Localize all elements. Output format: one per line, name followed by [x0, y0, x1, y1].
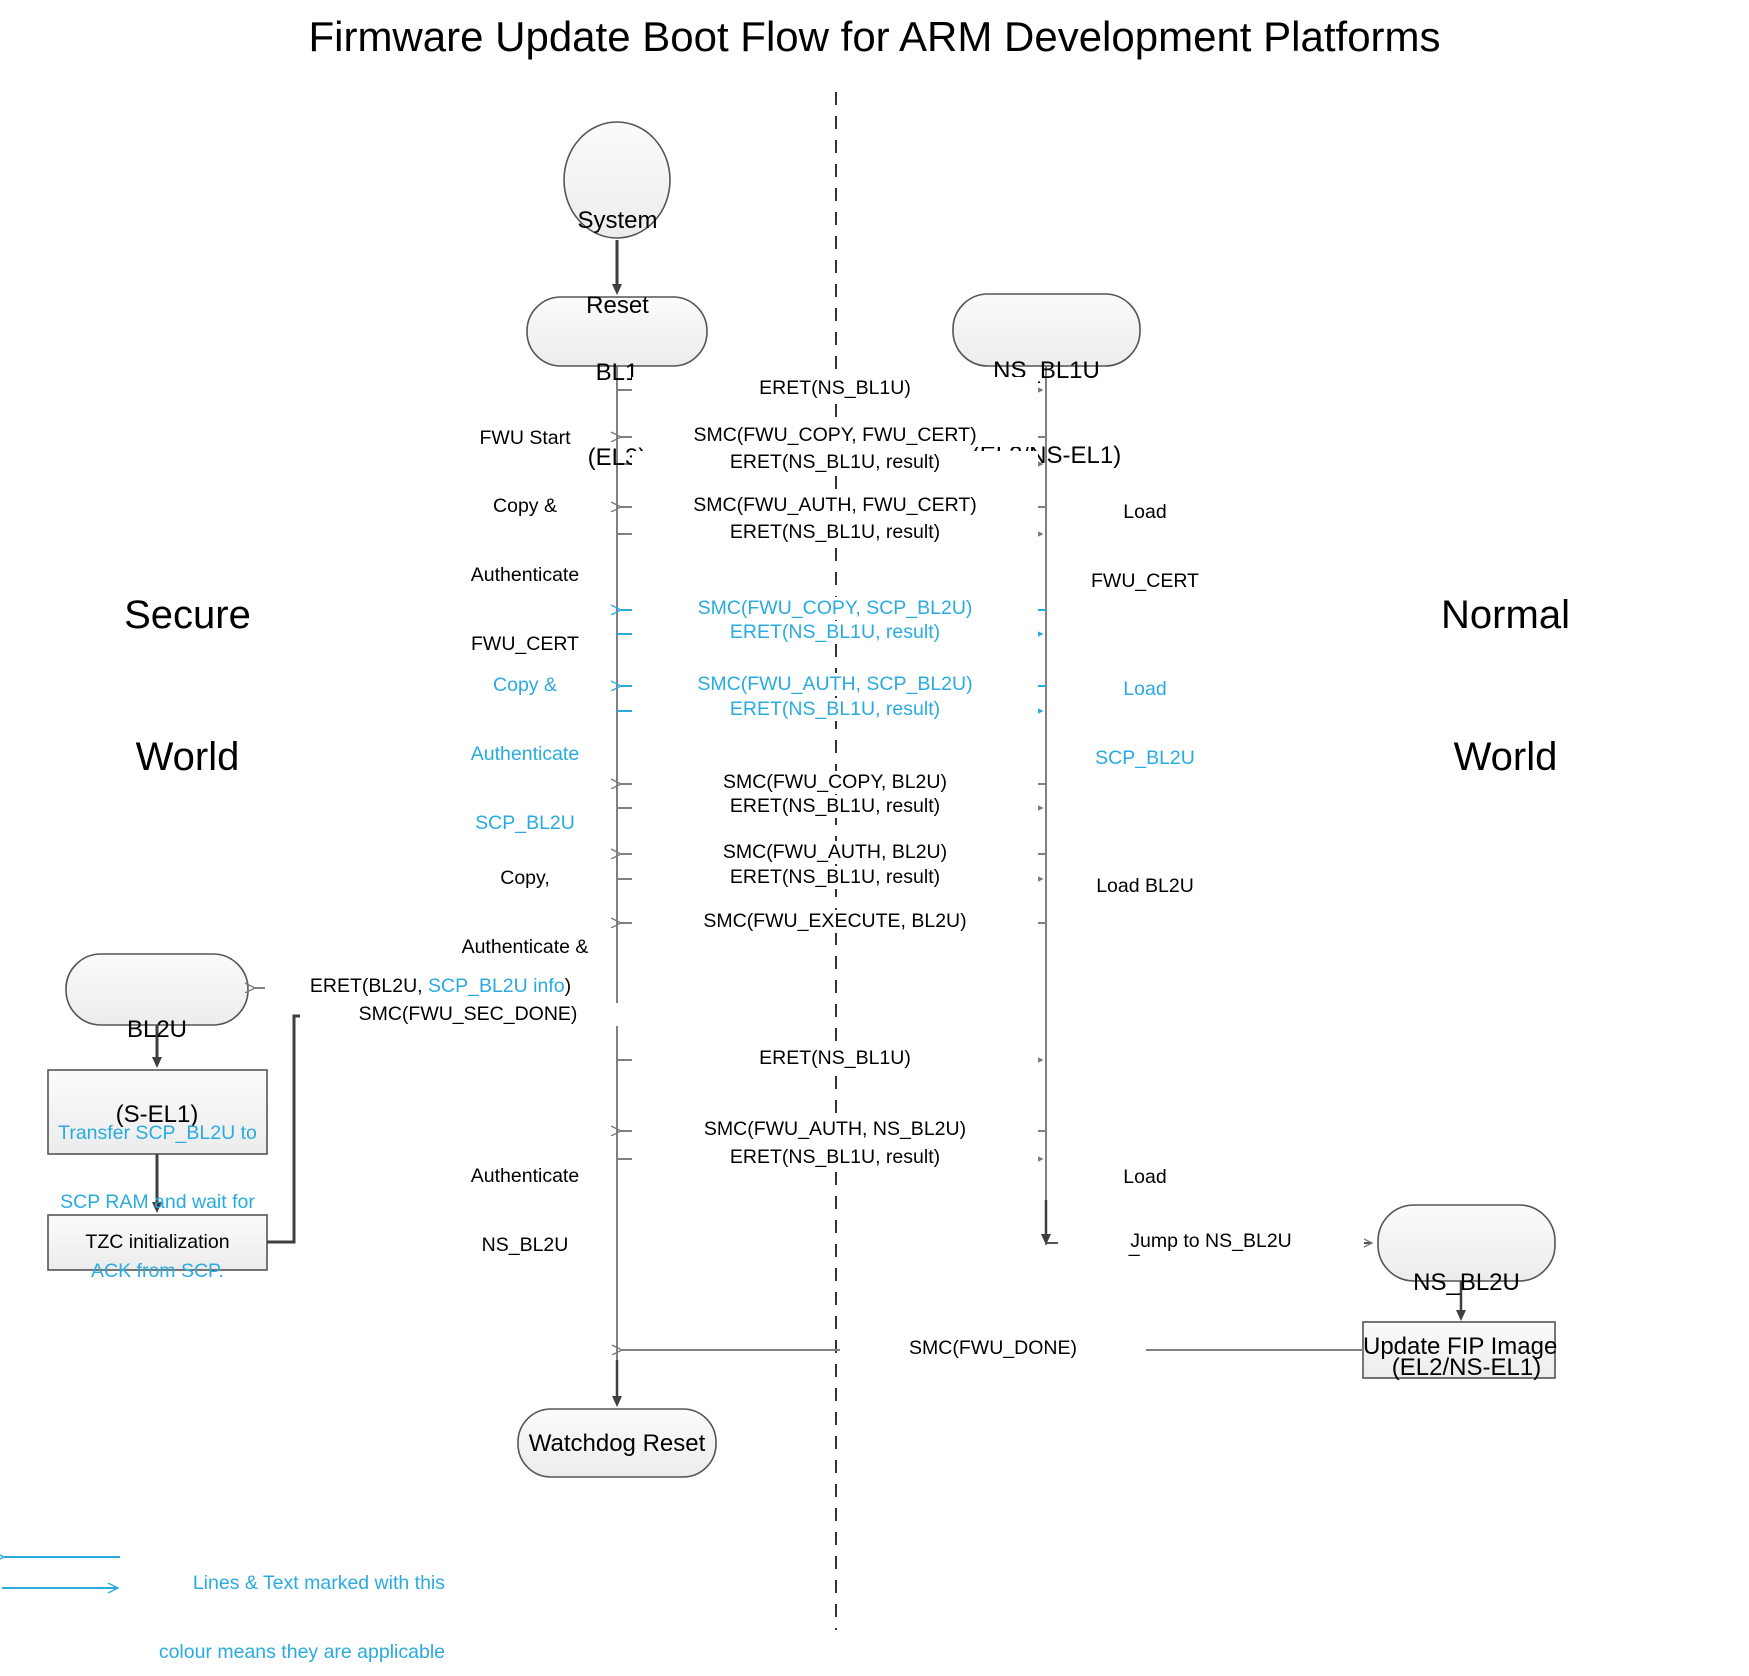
msg-label-eret-bl2u: ERET(BL2U, SCP_BL2U info): [265, 975, 616, 998]
box-transfer-scp: [47, 1069, 268, 1155]
node-label-system-reset[interactable]: System Reset: [540, 150, 695, 377]
bl2u-line1: BL2U: [126, 1015, 188, 1043]
normal-world-line1: Normal: [1441, 593, 1570, 638]
legend-line2: colour means they are applicable: [158, 1641, 445, 1663]
authenticate-ns-bl2u-line2: NS_BL2U: [481, 1234, 569, 1256]
copy-auth-fwu-cert-line2: Authenticate: [470, 564, 580, 586]
msg-label-smc-fwu-done: SMC(FWU_DONE): [840, 1337, 1146, 1360]
load-fwu-cert-line1: Load: [1123, 501, 1167, 523]
msg-label-m17: ERET(NS_BL1U): [632, 1047, 1038, 1070]
load-ns-bl2u-line1: Load: [1123, 1166, 1167, 1188]
fwu-start-line1: FWU Start: [479, 427, 571, 449]
node-ns-bl2u: [1377, 1204, 1556, 1282]
msg-label-m19: ERET(NS_BL1U, result): [632, 1146, 1038, 1169]
copy-auth-fwu-cert-line1: Copy &: [493, 495, 557, 517]
secure-world-label: Secure World: [70, 498, 305, 876]
system-reset-line2: Reset: [586, 291, 649, 319]
copy-auth-exec-bl2u-line1: Copy,: [500, 867, 550, 889]
authenticate-ns-bl2u-line1: Authenticate: [470, 1165, 580, 1187]
annotation-fwu-start: FWU Start: [437, 381, 613, 496]
node-label-watchdog-reset[interactable]: Watchdog Reset: [528, 1430, 706, 1457]
legend-text: Lines & Text marked with this colour mea…: [150, 1526, 445, 1676]
load-scp-bl2u-line2: SCP_BL2U: [1095, 747, 1195, 769]
normal-world-label: Normal World: [1388, 498, 1623, 876]
bl1-line1: BL1: [595, 358, 639, 386]
node-ns-bl1u: [952, 293, 1141, 367]
normal-world-line2: World: [1453, 734, 1558, 779]
ns-bl2u-line2: (EL2/NS-EL1): [1391, 1353, 1542, 1381]
node-bl1: [526, 296, 708, 367]
copy-auth-scp-bl2u-line1: Copy &: [493, 674, 557, 696]
msg-label-m12: SMC(FWU_AUTH, BL2U): [632, 841, 1038, 864]
box-label-tzc-init[interactable]: TZC initialization: [85, 1231, 230, 1253]
secure-world-line2: World: [135, 734, 240, 779]
msg-label-smc-fwu-sec-done: SMC(FWU_SEC_DONE): [300, 1003, 636, 1026]
copy-auth-exec-bl2u-line2: Authenticate &: [461, 936, 589, 958]
box-label-transfer-scp[interactable]: Transfer SCP_BL2U to SCP RAM and wait fo…: [48, 1076, 267, 1329]
secure-world-line1: Secure: [124, 593, 251, 638]
msg-label-m3: ERET(NS_BL1U, result): [632, 451, 1038, 474]
load-bl2u-line1: Load BL2U: [1096, 875, 1194, 897]
annotation-load-fwu-cert: Load FWU_CERT: [1050, 455, 1240, 639]
box-label-update-fip[interactable]: Update FIP Image: [1363, 1333, 1558, 1360]
transfer-scp-line1: Transfer SCP_BL2U to: [58, 1122, 257, 1144]
annotation-copy-auth-scp-bl2u: Copy & Authenticate SCP_BL2U: [437, 628, 613, 881]
box-tzc-init: [47, 1214, 268, 1271]
transfer-scp-line3: ACK from SCP.: [91, 1260, 224, 1282]
msg-label-m13: ERET(NS_BL1U, result): [632, 866, 1038, 889]
node-watchdog-reset: [517, 1408, 717, 1478]
copy-auth-fwu-cert-line3: FWU_CERT: [471, 633, 579, 655]
msg-label-jump-to-ns-bl2u: Jump to NS_BL2U: [1058, 1230, 1364, 1253]
page-title: Firmware Update Boot Flow for ARM Develo…: [308, 13, 1441, 60]
load-scp-bl2u-line1: Load: [1123, 678, 1167, 700]
msg-label-m4: SMC(FWU_AUTH, FWU_CERT): [632, 494, 1038, 517]
msg-label-m9: ERET(NS_BL1U, result): [632, 698, 1038, 721]
legend-line1: Lines & Text marked with this: [192, 1572, 445, 1594]
msg-label-m8: SMC(FWU_AUTH, SCP_BL2U): [632, 673, 1038, 696]
copy-auth-scp-bl2u-line3: SCP_BL2U: [475, 812, 575, 834]
annotation-load-bl2u: Load BL2U: [1050, 829, 1240, 944]
node-system-reset: [563, 121, 671, 239]
bl2u-line2: (S-EL1): [115, 1100, 199, 1128]
msg-label-m14: SMC(FWU_EXECUTE, BL2U): [632, 910, 1038, 933]
msg-label-m1: ERET(NS_BL1U): [632, 377, 1038, 400]
annotation-copy-auth-fwu-cert: Copy & Authenticate FWU_CERT: [437, 449, 613, 702]
node-label-bl2u[interactable]: BL2U (S-EL1): [66, 959, 248, 1186]
ns-bl2u-line1: NS_BL2U: [1413, 1268, 1520, 1296]
annotation-authenticate-ns-bl2u: Authenticate NS_BL2U: [437, 1119, 613, 1303]
eret-bl2u-cyan-part: SCP_BL2U info: [428, 975, 565, 997]
msg-label-m18: SMC(FWU_AUTH, NS_BL2U): [632, 1118, 1038, 1141]
msg-label-m6: SMC(FWU_COPY, SCP_BL2U): [632, 597, 1038, 620]
eret-bl2u-prefix: ERET(BL2U,: [309, 975, 429, 997]
load-fwu-cert-line2: FWU_CERT: [1091, 570, 1199, 592]
msg-label-m7: ERET(NS_BL1U, result): [632, 621, 1038, 644]
msg-label-m11: ERET(NS_BL1U, result): [632, 795, 1038, 818]
annotation-copy-auth-exec-bl2u: Copy, Authenticate & Execute BL2U: [437, 821, 613, 1074]
annotation-load-scp-bl2u: Load SCP_BL2U: [1050, 632, 1240, 816]
msg-label-m2: SMC(FWU_COPY, FWU_CERT): [632, 424, 1038, 447]
msg-label-m10: SMC(FWU_COPY, BL2U): [632, 771, 1038, 794]
copy-auth-scp-bl2u-line2: Authenticate: [470, 743, 580, 765]
eret-bl2u-suffix: ): [564, 975, 572, 997]
system-reset-line1: System: [577, 206, 658, 234]
node-label-ns-bl2u[interactable]: NS_BL2U (EL2/NS-EL1): [1360, 1212, 1573, 1439]
transfer-scp-line2: SCP RAM and wait for: [60, 1191, 255, 1213]
annotation-load-ns-bl2u: Load NS_BL2U: [1050, 1120, 1240, 1304]
msg-label-m5: ERET(NS_BL1U, result): [632, 521, 1038, 544]
